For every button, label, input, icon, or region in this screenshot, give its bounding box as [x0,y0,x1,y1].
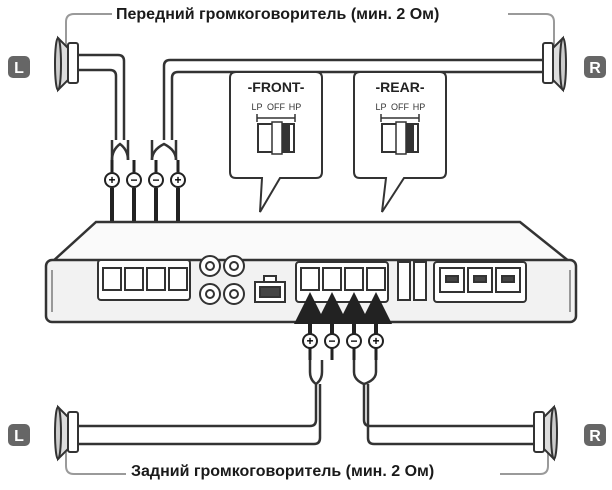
svg-text:LP: LP [251,102,262,112]
rca-jacks [199,255,245,305]
front-title-leaders [65,13,555,50]
front-right-speaker-icon [542,35,567,93]
rear-polarity: + − − + [302,333,384,349]
svg-text:HP: HP [289,102,302,112]
svg-text:+: + [372,334,379,348]
front-speaker-title: Передний громкоговоритель (мин. 2 Ом) [113,6,443,24]
rear-right-speaker-icon [533,404,558,462]
svg-text:R: R [589,428,601,445]
svg-text:LP: LP [375,102,386,112]
front-switch-callout: -FRONT- LP OFF HP [229,71,323,213]
front-terminal-block [97,259,191,301]
svg-text:−: − [130,173,137,187]
front-switch-title: -FRONT- [248,79,305,95]
badge-front-left: L [8,56,30,78]
svg-text:OFF: OFF [391,102,409,112]
power-terminals [433,261,527,303]
svg-text:+: + [108,173,115,187]
svg-text:−: − [152,173,159,187]
remote-connector-icon [254,275,286,303]
svg-text:+: + [306,334,313,348]
badge-front-right: R [584,56,606,78]
badge-rear-left: L [8,424,30,446]
rear-switch-callout: -REAR- LP OFF HP [353,71,447,213]
front-wires [78,53,543,161]
rear-left-speaker-icon [54,404,79,462]
front-left-speaker-icon [54,35,79,93]
rear-arrows [294,292,392,360]
rear-speaker-title: Задний громкоговоритель (мин. 2 Ом) [128,463,438,481]
svg-text:L: L [14,60,24,77]
svg-text:−: − [328,334,335,348]
rear-terminal-block [295,261,389,303]
svg-text:+: + [174,173,181,187]
rear-switch-title: -REAR- [376,79,425,95]
svg-text:OFF: OFF [267,102,285,112]
svg-text:R: R [589,60,601,77]
rear-title-leaders [65,452,549,475]
svg-text:−: − [350,334,357,348]
rear-wires [78,360,534,446]
badge-rear-right: R [584,424,606,446]
front-polarity: + − − + [104,172,186,188]
svg-text:L: L [14,428,24,445]
fuses [397,261,427,301]
svg-text:HP: HP [413,102,426,112]
